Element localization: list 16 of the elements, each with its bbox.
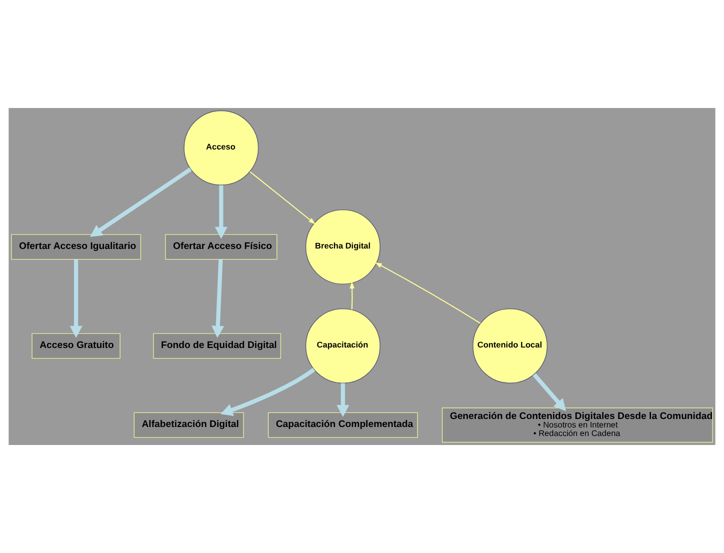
node-box: Capacitación Complementada [268,412,418,438]
node-box: Ofertar Acceso Igualitario [11,234,142,260]
arrow [212,259,224,338]
node-box: Alfabetización Digital [134,412,244,438]
arrow [336,383,350,418]
arrow [350,282,354,310]
arrow [90,167,192,237]
arrow [375,262,481,324]
arrow [532,373,566,412]
node-box: Acceso Gratuito [32,333,120,359]
arrow [70,259,82,338]
arrow [250,171,316,224]
arrow [214,185,228,239]
node-box: Ofertar Acceso Físico [165,234,278,260]
node-box: Fondo de Equidad Digital [153,333,282,359]
arrow [220,368,316,416]
